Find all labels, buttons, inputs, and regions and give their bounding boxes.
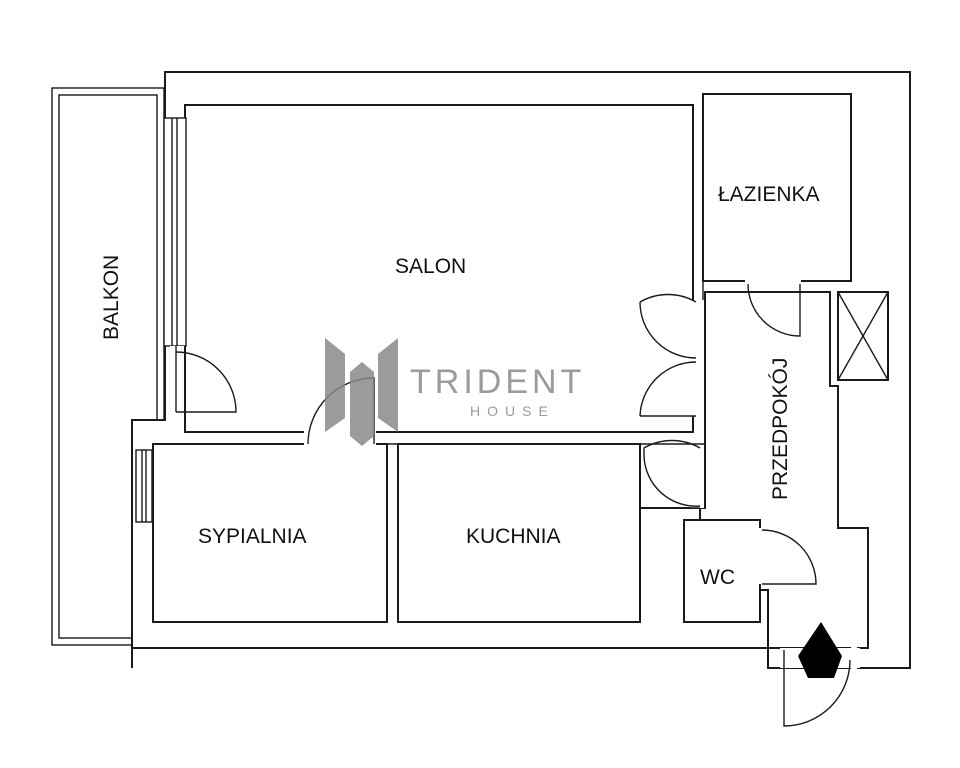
bathroom-door — [745, 276, 801, 337]
salon-room — [184, 104, 694, 433]
watermark-brand: TRIDENT — [410, 363, 585, 401]
wc-room — [683, 519, 761, 623]
interior-walls — [153, 94, 704, 622]
label-przedpokoj: PRZEDPOKÓJ — [769, 358, 792, 500]
balcony-door — [170, 346, 237, 413]
label-salon: SALON — [395, 255, 466, 278]
ventilation-shaft — [837, 291, 889, 381]
kitchen-door — [643, 439, 704, 508]
salon-hall-doors — [639, 293, 702, 417]
label-balkon: BALKON — [100, 255, 123, 340]
wc-door — [754, 528, 817, 585]
west-window — [163, 117, 187, 347]
label-kuchnia: KUCHNIA — [466, 525, 561, 548]
bedroom-window — [135, 449, 153, 523]
watermark-sub: HOUSE — [470, 403, 555, 419]
trident-logo-icon — [325, 338, 398, 446]
label-lazienka: ŁAZIENKA — [718, 183, 820, 206]
entrance-pentagon-icon — [798, 622, 842, 678]
label-sypialnia: SYPIALNIA — [198, 525, 307, 548]
watermark-logo: TRIDENT HOUSE — [325, 338, 585, 446]
label-wc: WC — [700, 566, 735, 589]
